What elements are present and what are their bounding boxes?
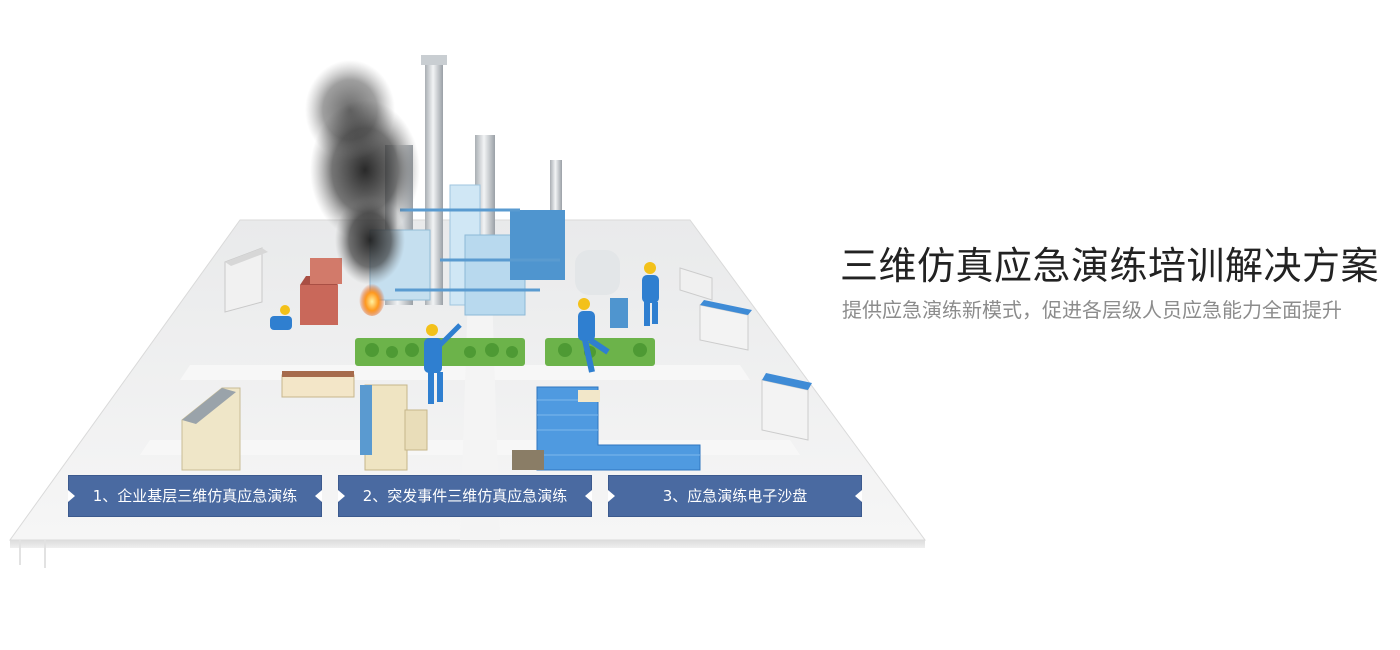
worker-figure — [270, 262, 659, 404]
chevron-right-icon — [338, 490, 345, 502]
plant-illustration — [9, 55, 926, 568]
tab-label: 3、应急演练电子沙盘 — [662, 487, 808, 505]
tab-label: 1、企业基层三维仿真应急演练 — [92, 487, 298, 505]
headline: 三维仿真应急演练培训解决方案 提供应急演练新模式，促进各层级人员应急能力全面提升 — [840, 240, 1400, 324]
platform-edge — [10, 540, 925, 548]
chevron-left-icon — [855, 490, 862, 502]
chevron-left-icon — [315, 490, 322, 502]
tab-label: 2、突发事件三维仿真应急演练 — [362, 487, 568, 505]
page-title: 三维仿真应急演练培训解决方案 — [840, 244, 1380, 288]
tab-electronic-sandbox[interactable]: 3、应急演练电子沙盘 — [608, 475, 862, 517]
tab-enterprise-drill[interactable]: 1、企业基层三维仿真应急演练 — [68, 475, 322, 517]
chevron-left-icon — [585, 490, 592, 502]
tab-emergency-event-drill[interactable]: 2、突发事件三维仿真应急演练 — [338, 475, 592, 517]
page-subtitle: 提供应急演练新模式，促进各层级人员应急能力全面提升 — [842, 298, 1342, 322]
chevron-right-icon — [68, 490, 75, 502]
chevron-right-icon — [608, 490, 615, 502]
